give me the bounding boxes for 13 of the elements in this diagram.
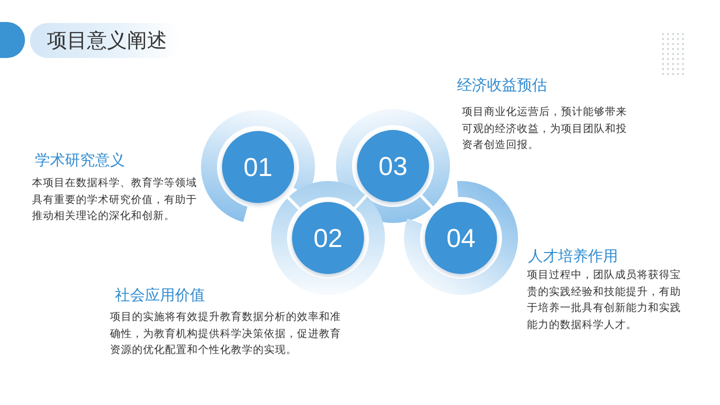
section-heading: 经济收益预估	[457, 76, 547, 94]
description-text: 项目的实施将有效提升教育数据分析的效率和准确性，为教育机构提供科学决策依据，促进教育资源的优化配置和个性化教学的实现。	[110, 310, 342, 358]
section-heading: 人才培养作用	[528, 247, 618, 265]
number-circle: 01	[222, 131, 294, 203]
connector-line	[351, 192, 370, 212]
section-heading: 学术研究意义	[35, 151, 125, 169]
number-circle: 04	[425, 202, 497, 274]
section-heading: 社会应用价值	[115, 286, 205, 304]
description-text: 项目过程中，团队成员将获得宝贵的实践经验和技能提升，有助于培养一批具有创新能力和实践能力的数据科学人才。	[527, 268, 682, 332]
description-text: 项目商业化运营后，预计能够带来可观的经济收益，为项目团队和投资者创造回报。	[462, 105, 628, 153]
number-circle: 02	[292, 202, 364, 274]
description-text: 本项目在数据科学、教育学等领域具有重要的学术研究价值，有助于推动相关理论的深化和创新。	[32, 176, 198, 224]
number-circle: 03	[357, 130, 429, 202]
